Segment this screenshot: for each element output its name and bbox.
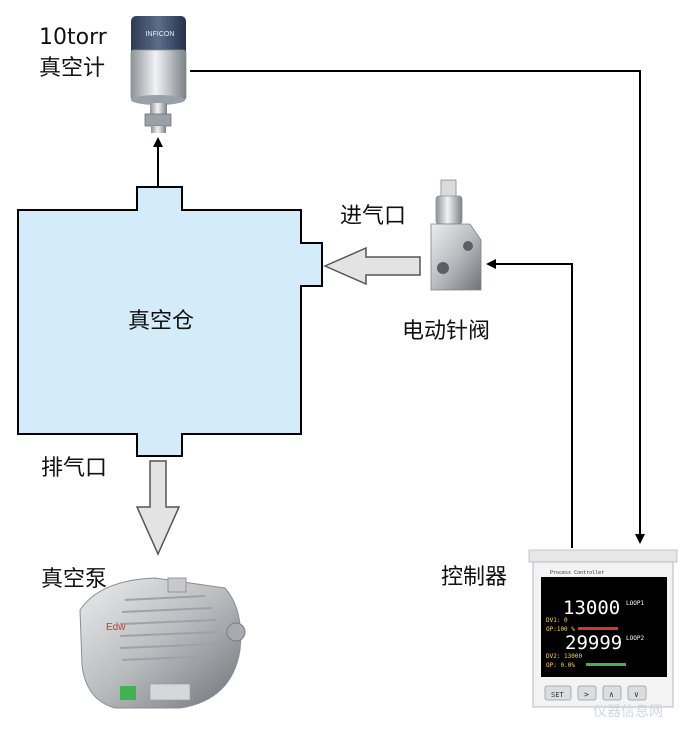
gauge-brand: INFICON bbox=[146, 31, 175, 38]
gauge-signal-line bbox=[190, 70, 645, 544]
watermark: 仪器信息网 bbox=[593, 703, 663, 720]
controller-pv1: 13000 bbox=[563, 597, 620, 619]
controller-brand: Process Controller bbox=[550, 570, 604, 576]
gauge-label-line1: 10torr bbox=[39, 25, 107, 50]
exhaust-label: 排气口 bbox=[41, 456, 108, 481]
controller-btn-right: > bbox=[584, 690, 589, 699]
pump-brand: Edw bbox=[106, 622, 126, 633]
controller-label: 控制器 bbox=[441, 565, 508, 590]
needle-valve-device bbox=[430, 179, 482, 291]
vacuum-gauge-device: INFICON bbox=[130, 16, 187, 133]
controller-row2a: DV2: 13000 bbox=[546, 653, 583, 660]
valve-control-line bbox=[486, 259, 573, 548]
controller-loop2: LOOP2 bbox=[626, 635, 644, 642]
controller-row2b: OP: 0.0% bbox=[546, 662, 575, 669]
controller-btn-down: ∨ bbox=[634, 690, 639, 699]
chamber-label: 真空仓 bbox=[128, 309, 195, 334]
controller-btn-set: SET bbox=[551, 691, 564, 699]
process-controller-device: Process Controller 13000 LOOP1 DV1: 0 OP… bbox=[528, 549, 678, 708]
controller-row1b: OP:100 % bbox=[546, 626, 575, 633]
vacuum-pump-device: Edw bbox=[79, 577, 246, 709]
gauge-label-line2: 真空计 bbox=[39, 56, 106, 81]
valve-label: 电动针阀 bbox=[402, 319, 491, 344]
controller-btn-up: ∧ bbox=[609, 690, 614, 699]
vacuum-chamber bbox=[17, 186, 323, 457]
controller-row1a: DV1: 0 bbox=[546, 617, 568, 624]
inlet-label: 进气口 bbox=[340, 204, 407, 229]
controller-loop1: LOOP1 bbox=[626, 600, 644, 607]
exhaust-flow-arrow bbox=[135, 460, 181, 556]
pump-label: 真空泵 bbox=[41, 567, 108, 592]
inlet-flow-arrow bbox=[323, 246, 421, 286]
controller-pv2: 29999 bbox=[565, 632, 622, 654]
